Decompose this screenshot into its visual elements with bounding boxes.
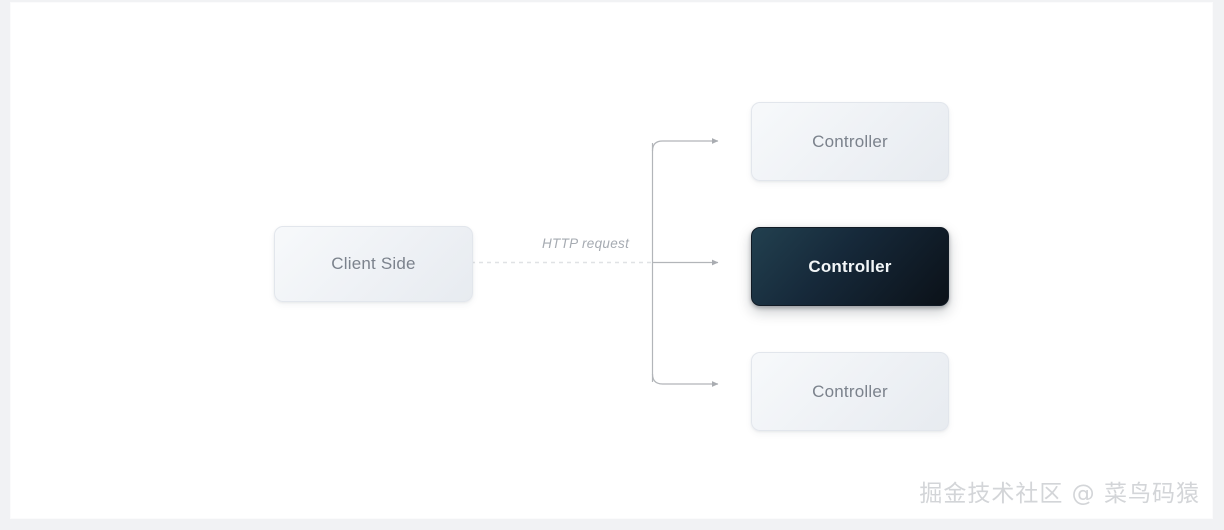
node-client-side-label: Client Side [331, 254, 416, 273]
node-controller-bottom[interactable]: Controller [751, 352, 949, 431]
branch-arrow-top [651, 137, 719, 152]
node-controller-active[interactable]: Controller [751, 227, 949, 306]
node-controller-top-label: Controller [812, 131, 888, 151]
connector-layer [463, 137, 719, 387]
node-controller-active-label: Controller [808, 256, 892, 276]
branch-arrow-bottom [651, 373, 719, 387]
http-request-label: HTTP request [542, 236, 630, 251]
diagram-canvas: HTTP request Client Side Controller Cont… [11, 3, 1212, 518]
node-controller-bottom-label: Controller [812, 381, 888, 401]
node-client-side[interactable]: Client Side [274, 226, 473, 302]
watermark-text: 掘金技术社区 @ 菜鸟码猿 [919, 481, 1200, 507]
node-controller-top[interactable]: Controller [751, 102, 949, 181]
